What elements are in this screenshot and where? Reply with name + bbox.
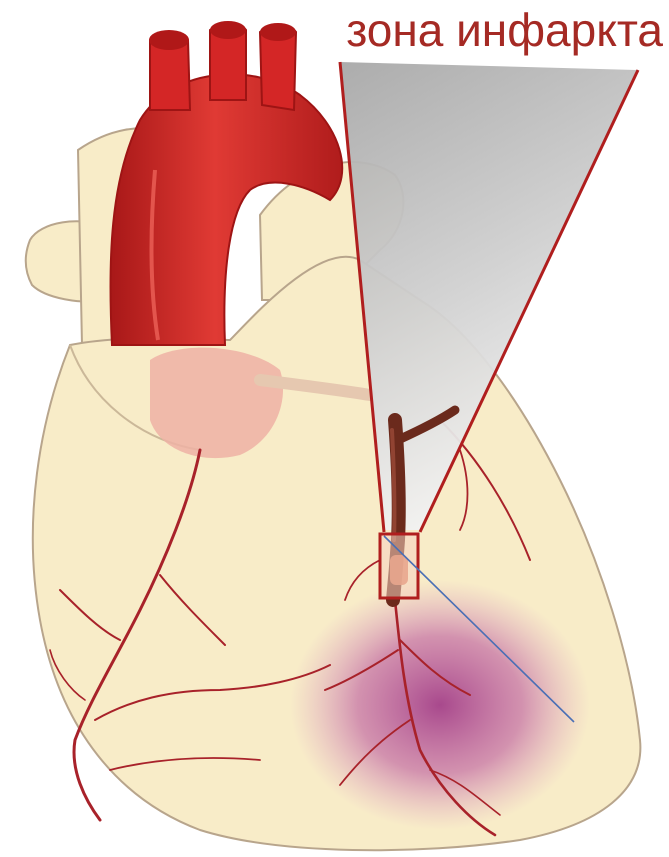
aorta-branch-2-top [210, 21, 246, 39]
infarct-zone-label: зона инфаркта [346, 2, 663, 58]
aorta-branch-3-top [260, 23, 296, 41]
infarct-area [290, 580, 590, 830]
occlusion-plaque [390, 555, 408, 585]
aorta-branch-1-top [149, 30, 189, 50]
occluded-artery-highlight [392, 430, 394, 540]
